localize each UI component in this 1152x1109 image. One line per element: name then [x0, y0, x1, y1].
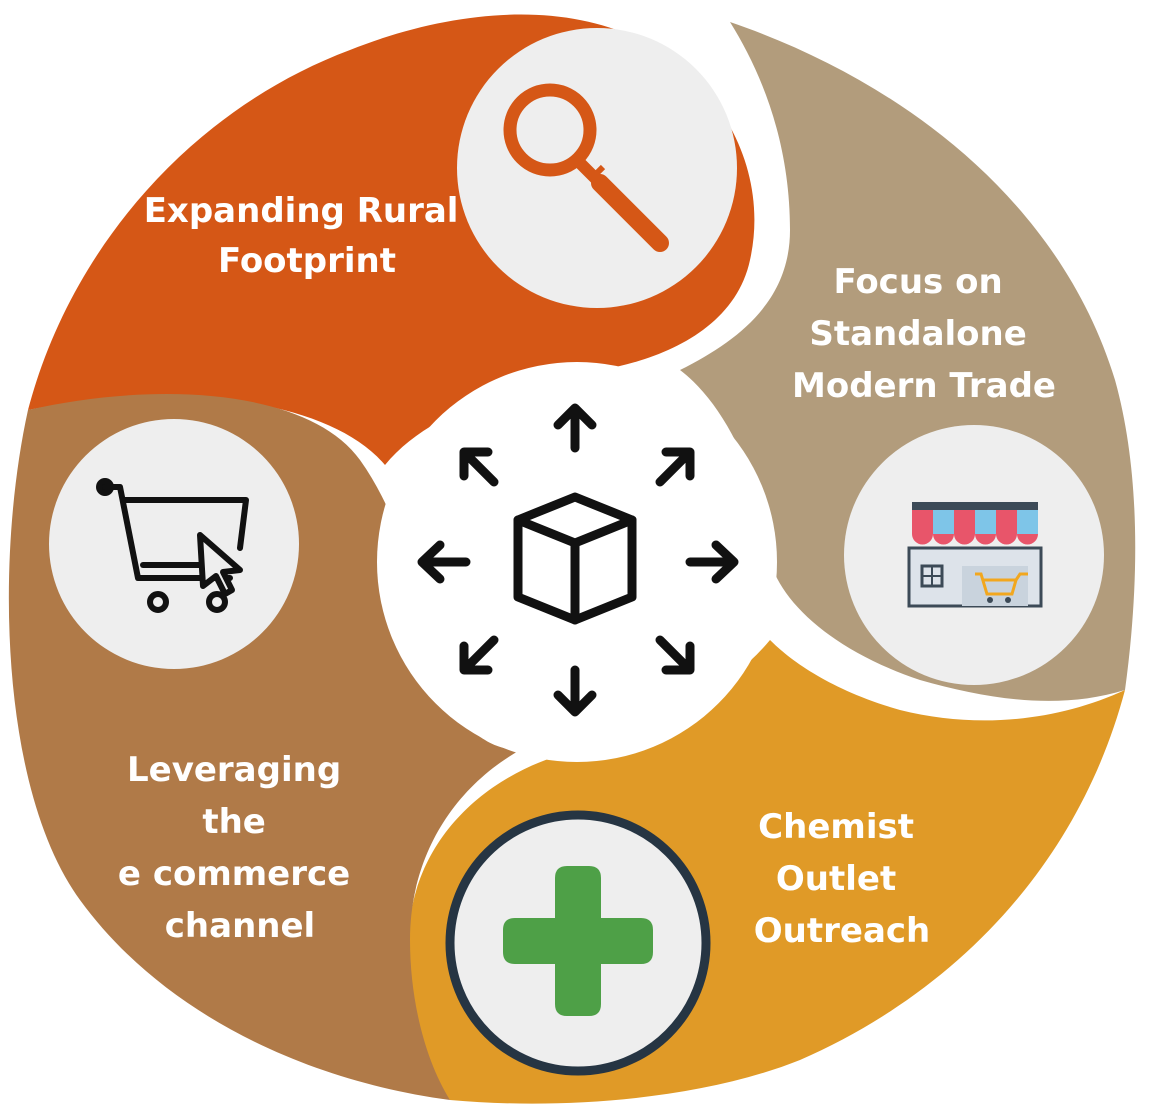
magnifying-glass-icon [457, 28, 737, 308]
medical-cross-icon [445, 810, 711, 1076]
arrow-up-right-icon [655, 447, 695, 487]
label-ecommerce: Leveraging the e commerce channel [118, 750, 362, 946]
arrow-right-icon [685, 540, 739, 584]
label-rural: Expanding Rural Footprint [144, 191, 471, 281]
storefront-icon [844, 425, 1104, 685]
arrow-down-icon [553, 665, 597, 717]
expanding-box-icon [417, 403, 739, 717]
arrow-left-icon [417, 540, 471, 584]
label-chemist: Chemist Outlet Outreach [754, 807, 931, 951]
arrow-up-left-icon [459, 447, 499, 487]
label-modern-trade: Focus on Standalone Modern Trade [792, 262, 1056, 406]
shopping-cart-icon [49, 419, 299, 669]
arrow-down-right-icon [655, 635, 695, 675]
arrow-up-icon [553, 403, 597, 453]
arrow-down-left-icon [459, 635, 499, 675]
